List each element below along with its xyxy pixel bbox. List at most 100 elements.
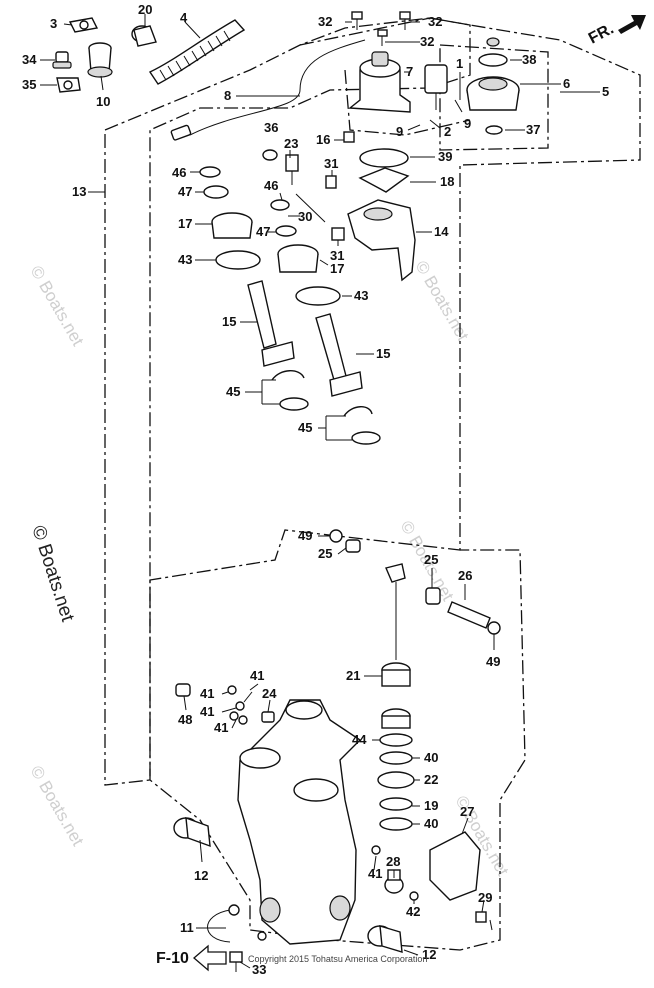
callout: 21 [346, 668, 360, 683]
part-39-oring [359, 148, 409, 168]
callout: 34 [22, 52, 37, 67]
part-bolt-small [257, 931, 267, 941]
part-4-corrugated-tube [148, 19, 246, 85]
callout: 3 [50, 16, 57, 31]
part-14-manifold [347, 199, 416, 282]
part-41-ball-e [371, 845, 381, 855]
part-25-bushing-a [345, 539, 361, 553]
reference-indicator: F-10 [156, 944, 227, 972]
part-29-screw [475, 911, 493, 931]
part-31-screw-a [325, 175, 337, 189]
callout: 36 [264, 120, 278, 135]
callout: 19 [424, 798, 438, 813]
part-7-motor [348, 51, 411, 113]
callout: 49 [486, 654, 500, 669]
cylinder-body [237, 699, 362, 945]
callout: 32 [420, 34, 434, 49]
callout: 41 [214, 720, 228, 735]
front-arrow-icon [618, 15, 646, 34]
callout: 42 [406, 904, 420, 919]
callout: 22 [424, 772, 438, 787]
callout: 2 [444, 124, 451, 139]
callout: 48 [178, 712, 192, 727]
callout: 46 [264, 178, 278, 193]
callout: 40 [424, 816, 438, 831]
callout: 41 [368, 866, 382, 881]
part-3-clip [68, 17, 99, 33]
callout: 23 [284, 136, 298, 151]
callout: 46 [172, 165, 186, 180]
callout: 14 [434, 224, 449, 239]
callout: 47 [256, 224, 270, 239]
part-49-washer-a [329, 529, 343, 543]
part-24-valve [261, 711, 275, 723]
part-45-ring-d [351, 431, 381, 445]
part-36-washer [262, 149, 278, 161]
callout: 25 [318, 546, 332, 561]
callout: 49 [298, 528, 312, 543]
callout: 47 [178, 184, 192, 199]
part-45-ring-b [279, 397, 309, 411]
copyright-notice: Copyright 2015 Tohatsu America Corporati… [248, 954, 427, 964]
callout: 40 [424, 750, 438, 765]
callout: 38 [522, 52, 536, 67]
callout: 32 [428, 14, 442, 29]
callout: 25 [424, 552, 438, 567]
part-46-washer-a [199, 166, 221, 178]
part-25-bushing-b [425, 587, 441, 605]
part-38-cap [486, 37, 500, 47]
part-15-piston-a [247, 280, 295, 367]
front-label: FR. [586, 20, 617, 47]
part-46-washer-b [270, 199, 290, 211]
callout: 32 [318, 14, 332, 29]
watermark: © Boats.net [412, 258, 473, 345]
part-40-oring-a [379, 751, 413, 765]
part-18-plate [358, 167, 410, 193]
callout: 29 [478, 890, 492, 905]
callouts: 3 20 4 32 32 32 34 35 10 8 7 1 9 9 2 6 5… [22, 2, 609, 977]
left-arrow-icon [193, 944, 227, 972]
part-6-pump [466, 76, 520, 111]
part-45-ring-c [343, 406, 373, 417]
part-15-piston-b [315, 313, 363, 397]
callout: 18 [440, 174, 454, 189]
part-48-plug [175, 683, 191, 697]
callout: 30 [298, 209, 312, 224]
part-41-ball-d [238, 715, 248, 725]
callout: 35 [22, 77, 36, 92]
part-8-cable [170, 39, 366, 141]
watermark-side: © Boats.net [27, 523, 78, 625]
callout: 44 [352, 732, 367, 747]
part-armature [424, 64, 448, 110]
boundary-5 [149, 17, 641, 951]
callout: 41 [200, 704, 214, 719]
callout: 31 [324, 156, 338, 171]
callout: 17 [330, 261, 344, 276]
callout: 1 [456, 56, 463, 71]
boundary-13 [104, 17, 471, 786]
part-37-washer [485, 125, 503, 135]
part-47-washer-a [203, 185, 229, 199]
callout: 11 [180, 920, 194, 935]
callout: 28 [386, 854, 400, 869]
callout: 12 [422, 947, 436, 962]
callout: 37 [526, 122, 540, 137]
callout: 7 [406, 64, 413, 79]
callout: 8 [224, 88, 231, 103]
part-43-oring-a [215, 250, 261, 270]
part-42-nut [409, 891, 419, 901]
parts [52, 11, 520, 972]
callout: 5 [602, 84, 609, 99]
callout: 43 [178, 252, 192, 267]
part-21-rod [381, 563, 411, 729]
callout: 16 [316, 132, 330, 147]
part-31-screw-b [331, 227, 345, 241]
part-41-ball-c [229, 711, 239, 721]
part-17-cap-a [211, 212, 253, 239]
part-38-oring [478, 53, 508, 67]
callout: 43 [354, 288, 368, 303]
leader-lines [40, 14, 600, 969]
part-10-grommet [87, 42, 113, 78]
part-32-bolts [351, 11, 411, 46]
